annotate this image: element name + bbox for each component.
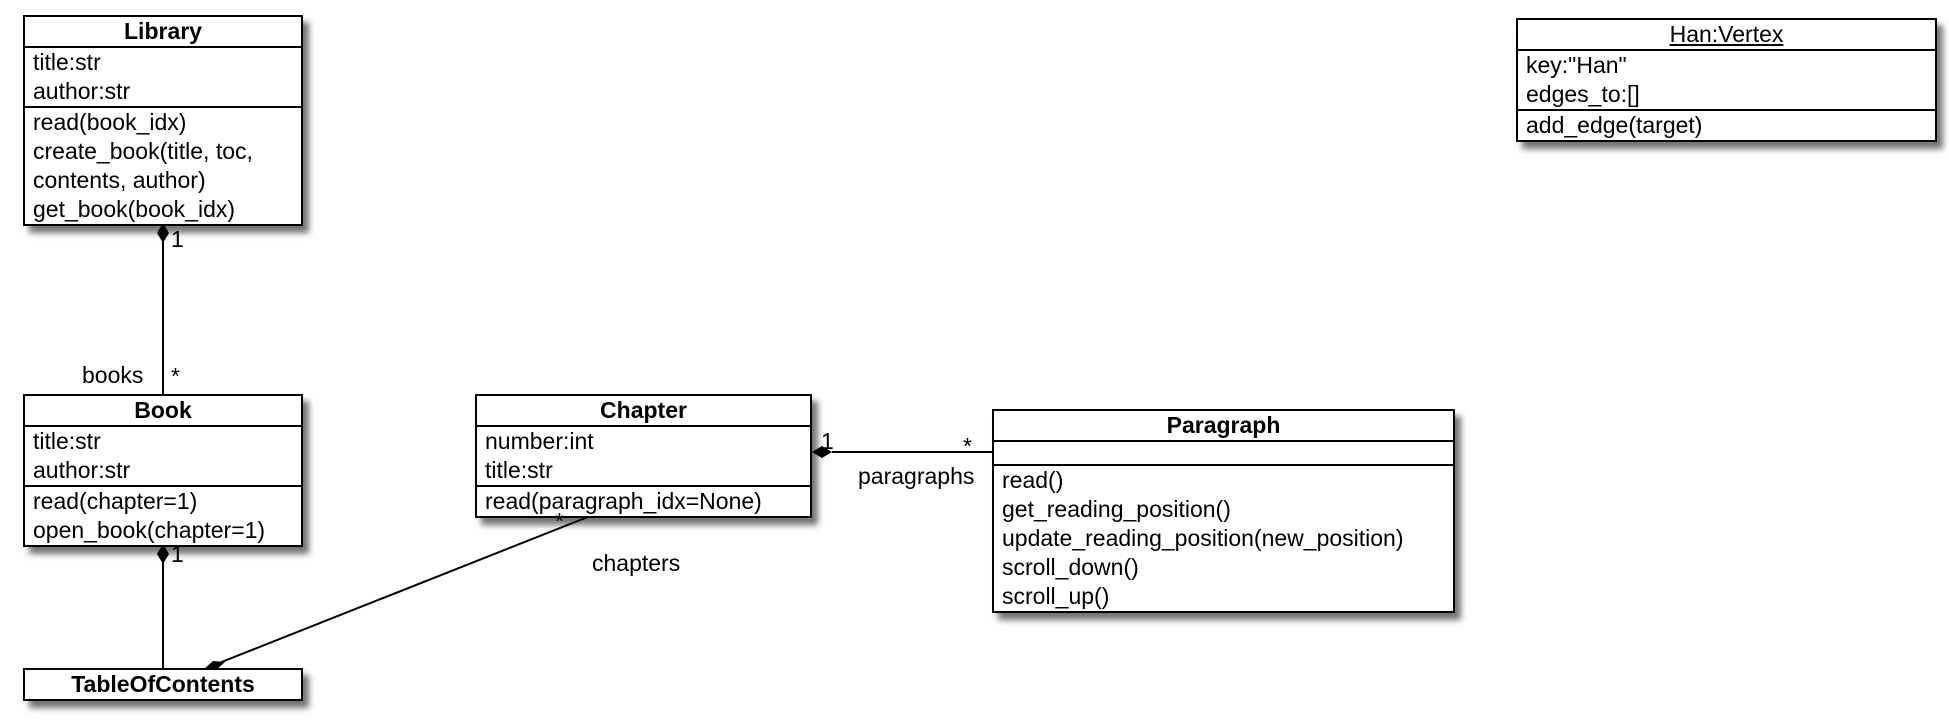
library-composition-diamond (157, 223, 169, 243)
method: contents, author) (33, 167, 206, 193)
attributes-section: key:"Han" edges_to:[] (1518, 51, 1935, 111)
toc-chapter-association (218, 510, 604, 664)
method: scroll_down() (1002, 554, 1139, 580)
method: read(book_idx) (33, 109, 187, 135)
class-name: Book (25, 396, 301, 427)
chapter-multiplicity-label: * (555, 508, 564, 534)
chapter-composition-diamond (812, 446, 832, 458)
class-name: Library (25, 17, 301, 48)
methods-section: read(chapter=1) open_book(chapter=1) (25, 487, 301, 545)
attribute: title:str (485, 457, 553, 483)
class-library[interactable]: Library title:str author:str read(book_i… (23, 15, 303, 226)
attributes-section: title:str author:str (25, 427, 301, 487)
class-book[interactable]: Book title:str author:str read(chapter=1… (23, 394, 303, 547)
toc-composition-diamond (204, 661, 225, 670)
paragraph-multiplicity-label: * (963, 433, 972, 459)
attribute: title:str (33, 428, 101, 454)
method: add_edge(target) (1526, 112, 1703, 138)
method: read() (1002, 467, 1064, 493)
attribute: author:str (33, 78, 131, 104)
attributes-section: title:str author:str (25, 48, 301, 108)
book-toc-multiplicity-label: 1 (171, 541, 184, 567)
methods-section: read(paragraph_idx=None) (477, 487, 810, 516)
class-name: Chapter (477, 396, 810, 427)
method: get_book(book_idx) (33, 196, 236, 222)
attributes-section (994, 442, 1453, 466)
object-han-vertex[interactable]: Han:Vertex key:"Han" edges_to:[] add_edg… (1516, 18, 1937, 142)
method: get_reading_position() (1002, 496, 1231, 522)
class-table-of-contents[interactable]: TableOfContents (23, 668, 303, 701)
chapters-role-label: chapters (592, 550, 681, 576)
method: open_book(chapter=1) (33, 517, 266, 543)
book-multiplicity-label: * (171, 363, 180, 389)
class-paragraph[interactable]: Paragraph read() get_reading_position() … (992, 409, 1455, 613)
methods-section: add_edge(target) (1518, 111, 1935, 140)
methods-section: read(book_idx) create_book(title, toc, c… (25, 108, 301, 224)
class-chapter[interactable]: Chapter number:int title:str read(paragr… (475, 394, 812, 518)
attributes-section: number:int title:str (477, 427, 810, 487)
class-name: Paragraph (994, 411, 1453, 442)
attribute: number:int (485, 428, 594, 454)
attribute: edges_to:[] (1526, 81, 1640, 107)
library-multiplicity-label: 1 (171, 226, 184, 252)
attribute: author:str (33, 457, 131, 483)
paragraphs-role-label: paragraphs (858, 463, 975, 489)
books-role-label: books (82, 362, 144, 388)
methods-section: read() get_reading_position() update_rea… (994, 466, 1453, 611)
method: read(chapter=1) (33, 488, 198, 514)
method: read(paragraph_idx=None) (485, 488, 762, 514)
attribute: key:"Han" (1526, 52, 1627, 78)
method: create_book(title, toc, (33, 138, 253, 164)
method: update_reading_position(new_position) (1002, 525, 1404, 551)
chapter-paragraph-multiplicity-label: 1 (821, 428, 834, 454)
attribute: title:str (33, 49, 101, 75)
book-composition-diamond (157, 544, 169, 564)
object-name: Han:Vertex (1518, 20, 1935, 51)
class-name: TableOfContents (71, 671, 255, 697)
method: scroll_up() (1002, 583, 1110, 609)
